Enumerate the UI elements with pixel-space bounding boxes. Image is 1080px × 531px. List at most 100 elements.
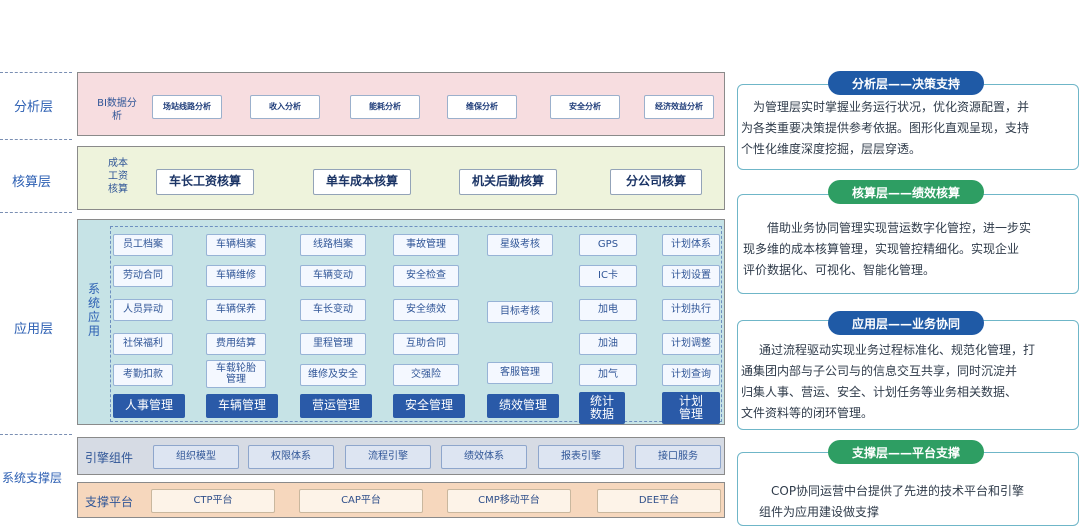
application-panel [737, 320, 1079, 430]
app-item[interactable]: 车载轮胎管理 [206, 360, 266, 388]
app-item[interactable]: 计划设置 [662, 265, 720, 287]
app-item[interactable]: 费用结算 [206, 333, 266, 355]
separator-line [0, 72, 72, 73]
accounting-item[interactable]: 单车成本核算 [313, 169, 411, 195]
app-item[interactable]: 劳动合同 [113, 265, 173, 287]
support-panel-text: COP协同运营中台提供了先进的技术平台和引擎 组件为应用建设做支撑 [741, 481, 1077, 523]
platform-label: 支撑平台 [85, 495, 134, 509]
analysis-panel-text: 为管理层实时掌握业务运行状况，优化资源配置，并 为各类重要决策提供参考依据。图形… [741, 97, 1077, 160]
support-panel-line: 组件为应用建设做支撑 [759, 505, 880, 519]
app-module-footer[interactable]: 人事管理 [113, 394, 185, 418]
application-panel-line: 通过流程驱动实现业务过程标准化、规范化管理，打 [759, 343, 1036, 357]
analysis-item[interactable]: 安全分析 [550, 95, 620, 119]
layer-label-analysis: 分析层 [14, 100, 54, 115]
analysis-item[interactable]: 能耗分析 [350, 95, 420, 119]
analysis-item[interactable]: 收入分析 [250, 95, 320, 119]
app-module-footer[interactable]: 车辆管理 [206, 394, 278, 418]
engine-item[interactable]: 权限体系 [248, 445, 334, 469]
separator-line [0, 139, 72, 140]
layer-label-support: 系统支撑层 [2, 471, 63, 485]
application-panel-line: 归集人事、营运、安全、计划任务等业务相关数据、 [741, 385, 1018, 399]
app-item[interactable]: 交强险 [393, 364, 459, 386]
engine-item[interactable]: 报表引擎 [538, 445, 624, 469]
app-item[interactable]: 事故管理 [393, 234, 459, 256]
app-item[interactable]: GPS [579, 234, 637, 256]
app-item[interactable]: 计划执行 [662, 299, 720, 321]
app-item[interactable]: 安全检查 [393, 265, 459, 287]
separator-line [0, 434, 72, 435]
analysis-panel-line: 为各类重要决策提供参考依据。图形化直观呈现，支持 [741, 121, 1030, 135]
separator-line [0, 212, 72, 213]
system-app-label: 系统应用 [87, 282, 101, 338]
app-item[interactable]: 客服管理 [487, 362, 553, 384]
app-item[interactable]: 互助合同 [393, 333, 459, 355]
accounting-band: 成本工资核算 车长工资核算 单车成本核算 机关后勤核算 分公司核算 [77, 146, 725, 210]
engine-label: 引擎组件 [85, 451, 134, 465]
platform-band: 支撑平台 CTP平台 CAP平台 CMP移动平台 DEE平台 [77, 482, 725, 518]
app-item[interactable]: 车长变动 [300, 299, 366, 321]
application-panel-title: 应用层——业务协同 [828, 311, 984, 335]
platform-item[interactable]: CAP平台 [299, 489, 423, 513]
app-module-footer[interactable]: 计划管理 [662, 392, 720, 424]
app-item[interactable]: 车辆保养 [206, 299, 266, 321]
app-module-footer[interactable]: 绩效管理 [487, 394, 559, 418]
app-item[interactable]: 计划调整 [662, 333, 720, 355]
app-item[interactable]: 安全绩效 [393, 299, 459, 321]
platform-item[interactable]: DEE平台 [597, 489, 721, 513]
engine-item[interactable]: 接口服务 [635, 445, 721, 469]
application-panel-line: 文件资料等的闭环管理。 [741, 406, 874, 420]
analysis-item[interactable]: 经济效益分析 [644, 95, 714, 119]
app-item[interactable]: 车辆变动 [300, 265, 366, 287]
cost-wage-label: 成本工资核算 [108, 158, 128, 195]
app-item[interactable]: 加油 [579, 333, 637, 355]
application-panel-text: 通过流程驱动实现业务过程标准化、规范化管理，打 通集团内部与子公司与的信息交互共… [741, 340, 1077, 424]
app-item[interactable]: 目标考核 [487, 301, 553, 323]
app-item[interactable]: 维修及安全 [300, 364, 366, 386]
accounting-item[interactable]: 机关后勤核算 [459, 169, 557, 195]
app-item[interactable]: 里程管理 [300, 333, 366, 355]
accounting-panel [737, 194, 1079, 294]
engine-band: 引擎组件 组织模型 权限体系 流程引擎 绩效体系 报表引擎 接口服务 [77, 437, 725, 475]
support-panel-title: 支撑层——平台支撑 [828, 440, 984, 464]
app-item[interactable]: 计划体系 [662, 234, 720, 256]
analysis-item[interactable]: 场站线路分析 [152, 95, 222, 119]
platform-item[interactable]: CMP移动平台 [447, 489, 571, 513]
accounting-item[interactable]: 分公司核算 [610, 169, 702, 195]
platform-item[interactable]: CTP平台 [151, 489, 275, 513]
analysis-panel-line: 个性化维度深度挖掘，层层穿透。 [741, 142, 922, 156]
accounting-item[interactable]: 车长工资核算 [156, 169, 254, 195]
app-inner-frame [110, 226, 722, 422]
accounting-panel-line: 评价数据化、可视化、智能化管理。 [743, 263, 936, 277]
app-item[interactable]: 考勤扣款 [113, 364, 173, 386]
engine-item[interactable]: 组织模型 [153, 445, 239, 469]
analysis-panel-line: 为管理层实时掌握业务运行状况，优化资源配置，并 [753, 100, 1030, 114]
app-item[interactable]: 车辆维修 [206, 265, 266, 287]
analysis-panel-title: 分析层——决策支持 [828, 71, 984, 95]
accounting-panel-title: 核算层——绩效核算 [828, 180, 984, 204]
layer-label-application: 应用层 [14, 322, 54, 337]
system-app-label-text: 系统应用 [87, 282, 100, 338]
app-module-footer[interactable]: 统计数据 [579, 392, 625, 424]
app-item[interactable]: 加气 [579, 364, 637, 386]
app-item[interactable]: IC卡 [579, 265, 637, 287]
app-item[interactable]: 加电 [579, 299, 637, 321]
analysis-item[interactable]: 维保分析 [447, 95, 517, 119]
accounting-panel-line: 借助业务协同管理实现营运数字化管控，进一步实 [767, 221, 1032, 235]
support-panel-line: COP协同运营中台提供了先进的技术平台和引擎 [771, 484, 1025, 498]
bi-data-label: BI数据分析 [97, 98, 137, 122]
application-panel-line: 通集团内部与子公司与的信息交互共享，同时沉淀并 [741, 364, 1018, 378]
app-module-footer[interactable]: 安全管理 [393, 394, 465, 418]
engine-item[interactable]: 绩效体系 [441, 445, 527, 469]
accounting-panel-text: 借助业务协同管理实现营运数字化管控，进一步实 现多维的成本核算管理，实现管控精细… [743, 218, 1077, 281]
app-item[interactable]: 车辆档案 [206, 234, 266, 256]
analysis-band: BI数据分析 场站线路分析 收入分析 能耗分析 维保分析 安全分析 经济效益分析 [77, 72, 725, 136]
app-item[interactable]: 社保福利 [113, 333, 173, 355]
engine-item[interactable]: 流程引擎 [345, 445, 431, 469]
app-item[interactable]: 人员异动 [113, 299, 173, 321]
app-module-footer[interactable]: 营运管理 [300, 394, 372, 418]
app-item[interactable]: 星级考核 [487, 234, 553, 256]
application-band: 系统应用 员工档案 劳动合同 人员异动 社保福利 考勤扣款 人事管理 车辆档案 … [77, 219, 725, 425]
app-item[interactable]: 员工档案 [113, 234, 173, 256]
app-item[interactable]: 计划查询 [662, 364, 720, 386]
app-item[interactable]: 线路档案 [300, 234, 366, 256]
